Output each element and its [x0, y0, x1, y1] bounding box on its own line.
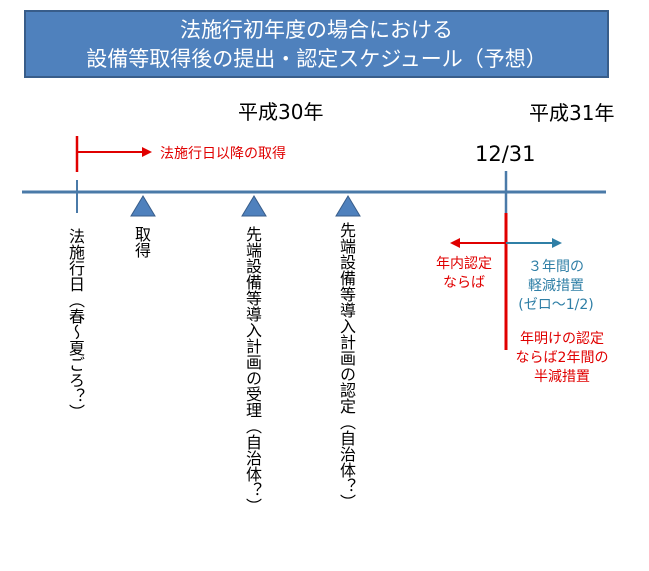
arrow-label: 法施行日以降の取得 [160, 146, 286, 162]
event-plan-approval-label: 先端設備等導入計画の認定（自治体？） [337, 222, 356, 510]
next-year-line-1: 年明けの認定 [520, 331, 604, 347]
plan-approval-marker [335, 195, 361, 217]
title-line-1: 法施行初年度の場合における [180, 18, 453, 42]
title-box: 法施行初年度の場合における 設備等取得後の提出・認定スケジュール（予想） [24, 10, 609, 78]
next-year-text: 年明けの認定 ならば2年間の 半減措置 [510, 330, 614, 387]
three-year-text: ３年間の 軽減措置 (ゼロ～1/2) [508, 258, 604, 315]
three-year-line-2: 軽減措置 [528, 278, 584, 294]
event-enforcement-label: 法施行日（春～夏ごろ？） [66, 228, 85, 420]
title-line-2: 設備等取得後の提出・認定スケジュール（予想） [86, 47, 547, 71]
within-year-text: 年内認定 ならば [428, 255, 500, 293]
event-plan-receipt-label: 先端設備等導入計画の受理（自治体？） [243, 226, 262, 514]
three-year-line-3: (ゼロ～1/2) [518, 297, 594, 313]
next-year-line-2: ならば2年間の [515, 350, 609, 366]
acquisition-marker [130, 195, 156, 217]
date-label: 12/31 [475, 142, 536, 166]
three-year-line-1: ３年間の [528, 259, 584, 275]
next-year-line-3: 半減措置 [534, 369, 590, 385]
within-year-line-1: 年内認定 [436, 256, 492, 272]
event-acquisition-label: 取得 [132, 226, 151, 258]
year-label-h30: 平成30年 [238, 100, 324, 124]
within-year-line-2: ならば [443, 275, 485, 291]
year-label-h31: 平成31年 [529, 101, 615, 125]
plan-receipt-marker [241, 195, 267, 217]
